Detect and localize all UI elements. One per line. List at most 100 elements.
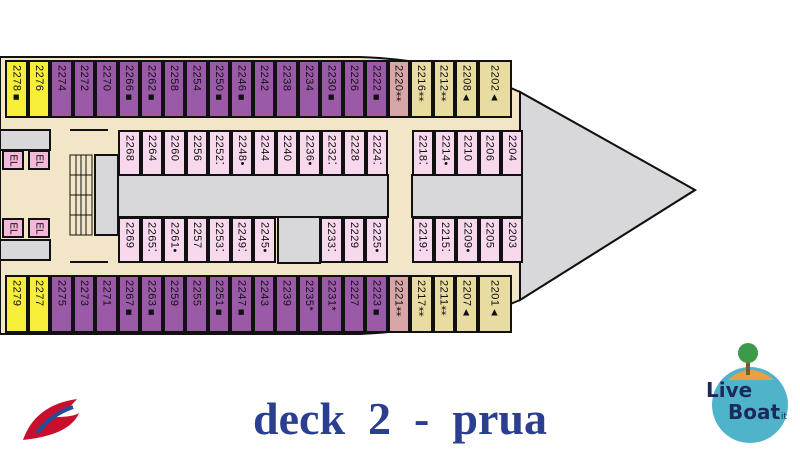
cabin-top-outer[interactable]: 2276 <box>27 60 50 118</box>
cabin-top-outer[interactable]: 2270 <box>95 60 118 118</box>
cabin-bottom-inner-mid[interactable]: 2233⁚ <box>320 217 343 263</box>
cabin-top-outer[interactable]: 2222■ <box>365 60 388 118</box>
cabin-bottom-inner-fwd[interactable]: 2205 <box>478 217 501 263</box>
cabin-bottom-inner-aft[interactable]: 2265⁚ <box>140 217 163 263</box>
cabin-top-inner-aft[interactable]: 2224⁚ <box>365 130 388 176</box>
cabin-top-inner-aft[interactable]: 2236• <box>298 130 321 176</box>
cabin-top-outer[interactable]: 2238 <box>275 60 298 118</box>
cabin-top-inner-aft[interactable]: 2232⁚ <box>320 130 343 176</box>
cabin-top-outer[interactable]: 2242 <box>252 60 275 118</box>
cabin-top-inner-fwd[interactable]: 2210 <box>456 130 479 176</box>
liveboat-logo: Live Boat .it <box>698 335 798 455</box>
cabin-bottom-outer[interactable]: 2255 <box>185 275 208 333</box>
cabin-bottom-outer[interactable]: 2231* <box>320 275 343 333</box>
cabin-top-outer[interactable]: 2262■ <box>140 60 163 118</box>
cabin-bottom-outer[interactable]: 2227 <box>342 275 365 333</box>
cabin-bottom-outer[interactable]: 2221⁑ <box>387 275 410 333</box>
cabin-top-outer[interactable]: 2230■ <box>320 60 343 118</box>
carnival-logo <box>23 399 79 440</box>
cabin-bottom-outer[interactable]: 2275 <box>50 275 73 333</box>
svg-text:Boat: Boat <box>728 400 780 424</box>
cabin-top-outer[interactable]: 2202▲ <box>477 60 512 118</box>
cabin-bottom-inner-mid[interactable]: 2225• <box>365 217 388 263</box>
cabin-top-outer[interactable]: 2258 <box>162 60 185 118</box>
cabin-top-inner-aft[interactable]: 2252⁚ <box>208 130 231 176</box>
cabin-top-outer[interactable]: 2234 <box>297 60 320 118</box>
cabin-bottom-outer[interactable]: 2271 <box>95 275 118 333</box>
cabin-bottom-outer[interactable]: 2223■ <box>365 275 388 333</box>
cabin-bottom-inner-aft[interactable]: 2253⁚ <box>208 217 231 263</box>
cabin-bottom-outer[interactable]: 2217⁑ <box>410 275 433 333</box>
cabin-top-inner-aft[interactable]: 2240 <box>275 130 298 176</box>
cabin-bottom-outer[interactable]: 2243 <box>252 275 275 333</box>
cabin-bottom-inner-fwd[interactable]: 2203 <box>500 217 523 263</box>
cabin-bottom-outer[interactable]: 2259 <box>162 275 185 333</box>
cabin-bottom-outer[interactable]: 2273 <box>72 275 95 333</box>
cabin-top-inner-aft[interactable]: 2228 <box>343 130 366 176</box>
cabin-top-outer[interactable]: 2246■ <box>230 60 253 118</box>
cabin-number: 2269 <box>123 222 136 249</box>
cabin-bottom-outer[interactable]: 2251■ <box>207 275 230 333</box>
cabin-bottom-inner-aft[interactable]: 2249⁚ <box>230 217 253 263</box>
cabin-bottom-outer[interactable]: 2239 <box>275 275 298 333</box>
cabin-top-inner-aft[interactable]: 2268 <box>118 130 141 176</box>
cabin-top-outer[interactable]: 2216⁑ <box>410 60 433 118</box>
cabin-top-outer[interactable]: 2220⁑ <box>387 60 410 118</box>
cabin-bottom-inner-fwd[interactable]: 2219⁚ <box>412 217 435 263</box>
cabin-bottom-outer[interactable]: 2207▲ <box>455 275 478 333</box>
cabin-number: 2228 <box>348 135 361 162</box>
cabin-top-inner-aft[interactable]: 2248• <box>230 130 253 176</box>
cabin-bottom-inner-mid[interactable]: 2229 <box>342 217 365 263</box>
cabin-top-inner-fwd[interactable]: 2206 <box>478 130 501 176</box>
cabin-top-outer[interactable]: 2208▲ <box>455 60 478 118</box>
cabin-number: 2227 <box>347 280 360 307</box>
elevator: EL <box>28 218 50 238</box>
cabin-top-inner-aft[interactable]: 2244 <box>253 130 276 176</box>
cabin-number: 2215⁚ <box>438 222 451 253</box>
cabin-top-inner-fwd[interactable]: 2204 <box>500 130 523 176</box>
cabin-top-outer[interactable]: 2266■ <box>117 60 140 118</box>
cabin-number: 2266■ <box>122 65 135 104</box>
cabin-top-outer[interactable]: 2278■ <box>5 60 28 118</box>
cabin-bottom-inner-fwd[interactable]: 2209• <box>456 217 479 263</box>
cabin-bottom-outer[interactable]: 2235* <box>297 275 320 333</box>
cabin-bottom-inner-aft[interactable]: 2245• <box>253 217 276 263</box>
cabin-bottom-outer[interactable]: 2211⁑ <box>432 275 455 333</box>
cabin-top-inner-fwd[interactable]: 2218⁚ <box>412 130 435 176</box>
cabin-top-outer[interactable]: 2274 <box>50 60 73 118</box>
cabin-number: 2231* <box>325 280 338 312</box>
cabin-number: 2211⁑ <box>437 280 450 320</box>
cabin-number: 2222■ <box>370 65 383 104</box>
cabin-number: 2234 <box>302 65 315 92</box>
cabin-top-outer[interactable]: 2212⁑ <box>432 60 455 118</box>
cabin-number: 2210 <box>461 135 474 162</box>
cabin-bottom-outer[interactable]: 2201▲ <box>477 275 512 333</box>
cabin-bottom-inner-aft[interactable]: 2257 <box>185 217 208 263</box>
cabin-bottom-outer[interactable]: 2263■ <box>140 275 163 333</box>
cabin-top-outer[interactable]: 2254 <box>185 60 208 118</box>
cabin-number: 2253⁚ <box>212 222 225 253</box>
cabin-top-inner-aft[interactable]: 2264 <box>140 130 163 176</box>
cabin-top-outer[interactable]: 2272 <box>72 60 95 118</box>
cabin-number: 2232⁚ <box>325 135 338 166</box>
cabin-top-outer[interactable]: 2226 <box>342 60 365 118</box>
cabin-top-inner-fwd[interactable]: 2214• <box>434 130 457 176</box>
cabin-bottom-inner-aft[interactable]: 2269 <box>118 217 141 263</box>
cabin-top-inner-aft[interactable]: 2260 <box>163 130 186 176</box>
cabin-number: 2246■ <box>235 65 248 104</box>
cabin-number: 2225• <box>370 222 383 253</box>
cabin-top-outer[interactable]: 2250■ <box>207 60 230 118</box>
cabin-bottom-outer[interactable]: 2279 <box>5 275 28 333</box>
cabin-bottom-outer[interactable]: 2277 <box>27 275 50 333</box>
cabin-number: 2204 <box>505 135 518 162</box>
cabin-bottom-outer[interactable]: 2247■ <box>230 275 253 333</box>
cabin-top-inner-aft[interactable]: 2256 <box>185 130 208 176</box>
cabin-number: 2261• <box>168 222 181 253</box>
cabin-number: 2205 <box>483 222 496 249</box>
cabin-bottom-inner-fwd[interactable]: 2215⁚ <box>434 217 457 263</box>
cabin-number: 2244 <box>258 135 271 162</box>
cabin-number: 2259 <box>167 280 180 307</box>
cabin-bottom-outer[interactable]: 2267■ <box>117 275 140 333</box>
cabin-bottom-inner-aft[interactable]: 2261• <box>163 217 186 263</box>
cabin-number: 2263■ <box>145 280 158 319</box>
